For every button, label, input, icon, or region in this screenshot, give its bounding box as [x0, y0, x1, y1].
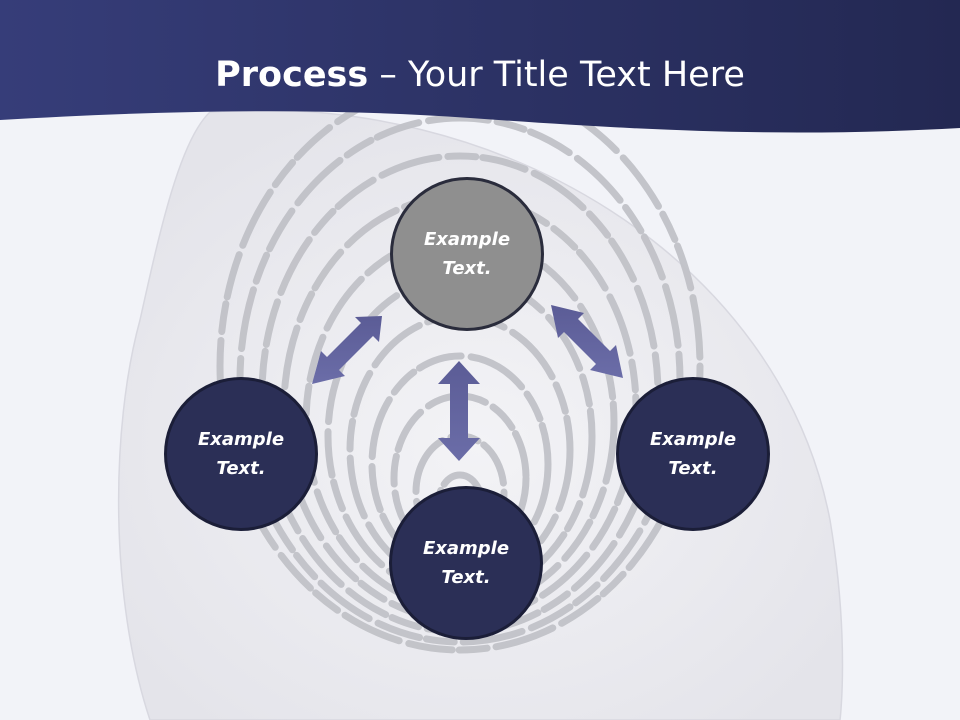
- process-node-top: Example Text.: [390, 177, 544, 331]
- header-band: [0, 0, 960, 133]
- slide-title: Process – Your Title Text Here: [0, 50, 960, 100]
- process-node-left-label: Example Text.: [197, 429, 285, 479]
- arrow-top-right: [551, 305, 623, 378]
- process-node-bottom: Example Text.: [389, 486, 543, 640]
- title-bold: Process: [215, 55, 369, 95]
- arrow-vertical: [438, 361, 480, 461]
- title-rest: – Your Title Text Here: [368, 55, 745, 95]
- arrow-top-left: [312, 316, 382, 384]
- process-node-right: Example Text.: [616, 377, 770, 531]
- background-oval: [117, 109, 844, 720]
- process-node-left: Example Text.: [164, 377, 318, 531]
- process-node-top-label: Example Text.: [423, 229, 511, 279]
- process-node-bottom-label: Example Text.: [422, 538, 510, 588]
- process-node-right-label: Example Text.: [649, 429, 737, 479]
